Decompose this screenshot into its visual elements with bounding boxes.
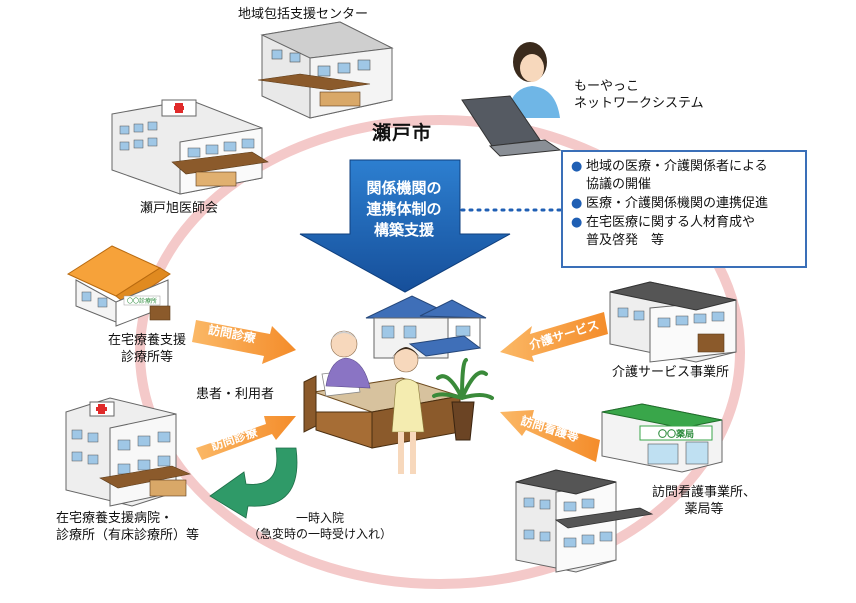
network-system-line1: もーやっこ: [574, 79, 640, 94]
visit-arrow-lower: [196, 416, 296, 460]
city-name: 瀬戸市: [372, 122, 433, 144]
home-care-hospital-building: [65, 397, 191, 507]
info-item-text: 地域の医療・介護関係者による 協議の開催: [586, 159, 768, 192]
support-arrow: [299, 159, 511, 293]
clinic-label-line1: 在宅療養支援: [107, 333, 186, 348]
pharmacy-building: 〇〇薬局: [601, 403, 723, 473]
community-center-building: [257, 21, 394, 119]
network-ring: [135, 115, 745, 589]
nursing-office-label: 訪問看護事業所、 薬局等: [634, 484, 774, 518]
patient-figure: [325, 330, 371, 389]
hospital-label-line2: 診療所（有床診療所）等: [56, 528, 200, 543]
hospital-label-line1: 在宅療養支援病院・: [56, 511, 174, 526]
home-care-clinic-building: 〇〇診療所: [66, 245, 171, 327]
potted-plant: [432, 358, 494, 441]
caregiver-figure: [391, 347, 425, 474]
support-arrow-line1: 関係機関の: [366, 179, 442, 197]
clinic-label-line2: 診療所等: [120, 350, 173, 365]
nursing-office-line1: 訪問看護事業所、: [651, 485, 756, 500]
support-arrow-line3: 構築支援: [373, 221, 434, 239]
clinic-label: 在宅療養支援 診療所等: [92, 332, 202, 366]
network-system-line2: ネットワークシステム: [574, 96, 704, 111]
network-system-label: もーやっこ ネットワークシステム: [574, 78, 704, 112]
info-item-text: 医療・介護関係機関の連携促進: [586, 196, 769, 211]
care-office-label: 介護サービス事業所: [612, 365, 730, 380]
care-service-arrow: [500, 312, 608, 362]
admission-line1: 一時入院: [295, 511, 344, 525]
admission-label: 一時入院 （急変時の一時受け入れ）: [232, 510, 408, 542]
pharmacy-sign-text: 〇〇薬局: [658, 428, 694, 440]
visiting-nursing-office-building: [515, 469, 654, 573]
bullet-icon: ●: [571, 159, 583, 174]
nursing-arrow: [500, 410, 600, 462]
info-box: ● 地域の医療・介護関係者による 協議の開催 ● 医療・介護関係機関の連携促進 …: [561, 150, 807, 268]
patient-label: 患者・利用者: [196, 387, 275, 402]
nursing-office-line2: 薬局等: [684, 502, 724, 517]
info-item: ● 地域の医療・介護関係者による 協議の開催: [571, 158, 799, 194]
community-center-label: 地域包括支援センター: [238, 7, 369, 22]
bullet-icon: ●: [571, 196, 583, 211]
clinic-sign-text: 〇〇診療所: [127, 297, 157, 305]
admission-arrow: [209, 447, 298, 519]
medical-association-building: [111, 99, 269, 195]
care-service-office-building: [609, 281, 737, 363]
hospital-label: 在宅療養支援病院・ 診療所（有床診療所）等: [56, 510, 199, 544]
support-arrow-line2: 連携体制の: [366, 200, 442, 218]
info-item: ● 医療・介護関係機関の連携促進: [571, 195, 799, 213]
support-arrow-label: 関係機関の 連携体制の 構築支援: [352, 178, 456, 241]
medical-association-label: 瀬戸旭医師会: [140, 201, 219, 216]
network-operator-illustration: [461, 42, 562, 157]
patient-home-house: [365, 295, 487, 359]
info-item-text: 在宅医療に関する人材育成や 普及啓発 等: [586, 215, 756, 248]
visit-arrow-upper: [192, 320, 296, 364]
info-item: ● 在宅医療に関する人材育成や 普及啓発 等: [571, 214, 799, 250]
admission-line2: （急変時の一時受け入れ）: [247, 527, 392, 541]
bullet-icon: ●: [571, 215, 583, 230]
